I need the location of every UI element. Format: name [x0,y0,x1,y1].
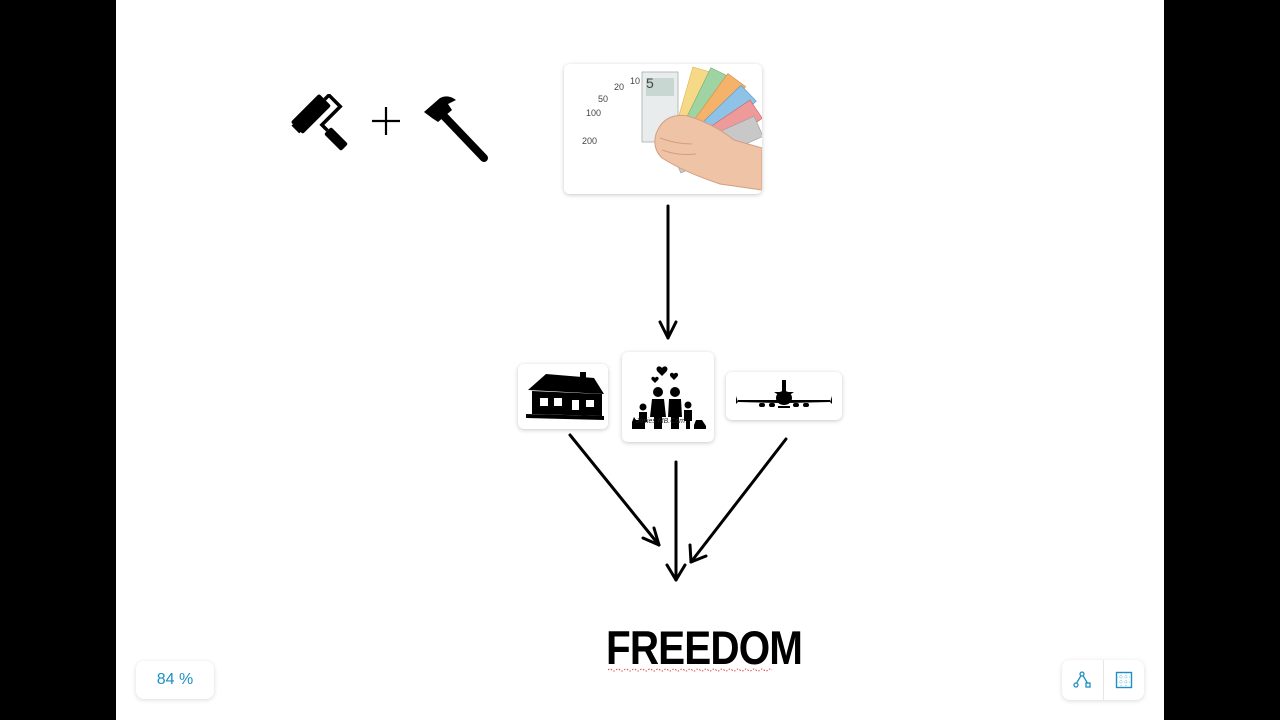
hammer-icon[interactable] [418,92,490,164]
arrow-house-to-freedom[interactable] [568,433,661,547]
arrows-layer [568,204,788,582]
paint-roller-icon[interactable] [290,94,358,160]
arrow-airplane-to-freedom[interactable] [688,437,788,564]
freedom-title[interactable]: FREEDOM [606,621,803,674]
airplane-icon [736,380,832,408]
house-image-card[interactable] [518,364,608,429]
family-image-card[interactable]: Josies MB.Com [622,352,714,442]
shapes-icon [1073,671,1091,688]
house-icon [526,372,604,420]
canvas-toolbar [1062,660,1144,700]
airplane-image-card[interactable] [726,372,842,420]
arrow-family-to-freedom[interactable] [665,460,687,582]
zoom-level-label: 84 % [156,671,194,688]
money-image-card[interactable]: 200 100 50 20 10 5 [564,64,762,194]
frame-icon [1115,671,1132,689]
whiteboard-canvas[interactable]: 200 100 50 20 10 5 [116,0,1164,720]
plus-icon [372,107,400,135]
family-icon [632,366,706,429]
shapes-button[interactable] [1062,660,1103,700]
arrow-money-to-goals[interactable] [658,204,678,340]
frame-button[interactable] [1102,660,1145,700]
euro-banknotes-image [564,64,762,194]
family-watermark: Josies MB.Com [636,418,686,425]
spellcheck-underline [608,668,773,672]
zoom-level-button[interactable]: 84 % [136,661,214,699]
